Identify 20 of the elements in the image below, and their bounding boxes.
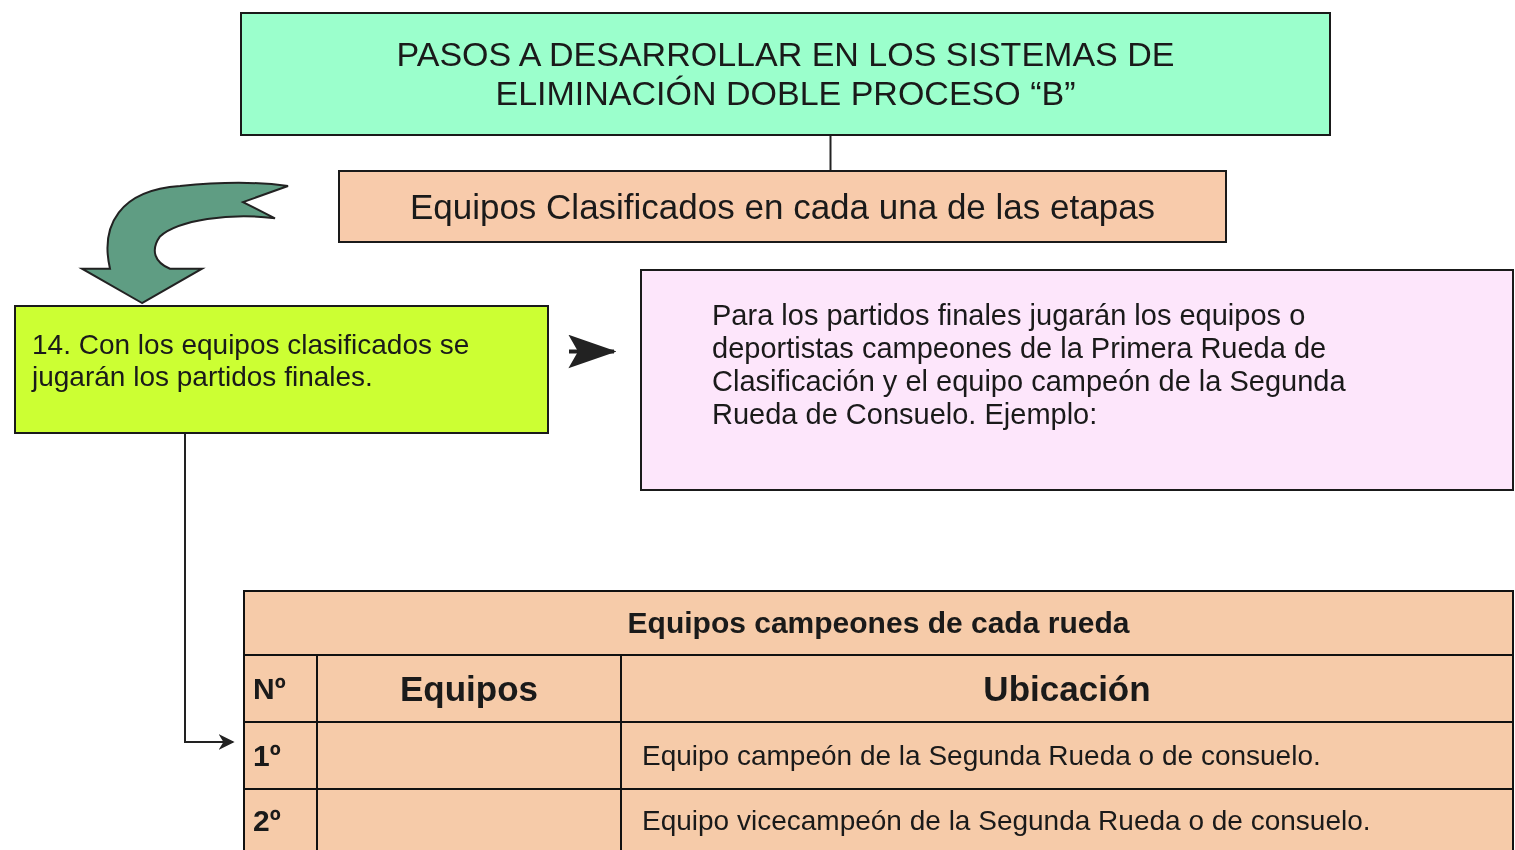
heading-box — [338, 170, 1227, 243]
rank-cell: 2º — [244, 789, 317, 850]
title-box — [240, 12, 1331, 136]
results-table — [243, 591, 1514, 850]
table-heading: Equipos campeones de cada rueda — [244, 591, 1513, 655]
box-text: Para los partidos finales jugarán los equipos o deportistas campeones de la Primera Rueda de Clasificación y el equipo campeón de la Segunda Rueda de Consuelo. Ejemplo: — [712, 299, 1347, 431]
title-text: PASOS A DESARROLLAR EN LOS SISTEMAS DE ELIMINACIÓN DOBLE PROCESO “B” — [395, 35, 1176, 113]
arrow — [568, 334, 617, 369]
step-box — [14, 305, 549, 434]
column-header: Ubicación — [621, 655, 1513, 722]
connector-line — [829, 135, 832, 171]
location-cell: Equipo campeón de la Segunda Rueda o de consuelo. — [621, 722, 1513, 789]
box-text: Equipos Clasificados en cada una de las etapas — [409, 186, 1156, 227]
box-text: 14. Con los equipos clasificados se jugarán los partidos finales. — [32, 328, 471, 393]
column-header: Nº — [244, 655, 317, 722]
info-box — [640, 269, 1514, 491]
column-header: Equipos — [317, 655, 621, 722]
curved-block-arrow — [81, 182, 289, 304]
arrow — [184, 433, 235, 750]
rank-cell: 1º — [244, 722, 317, 789]
